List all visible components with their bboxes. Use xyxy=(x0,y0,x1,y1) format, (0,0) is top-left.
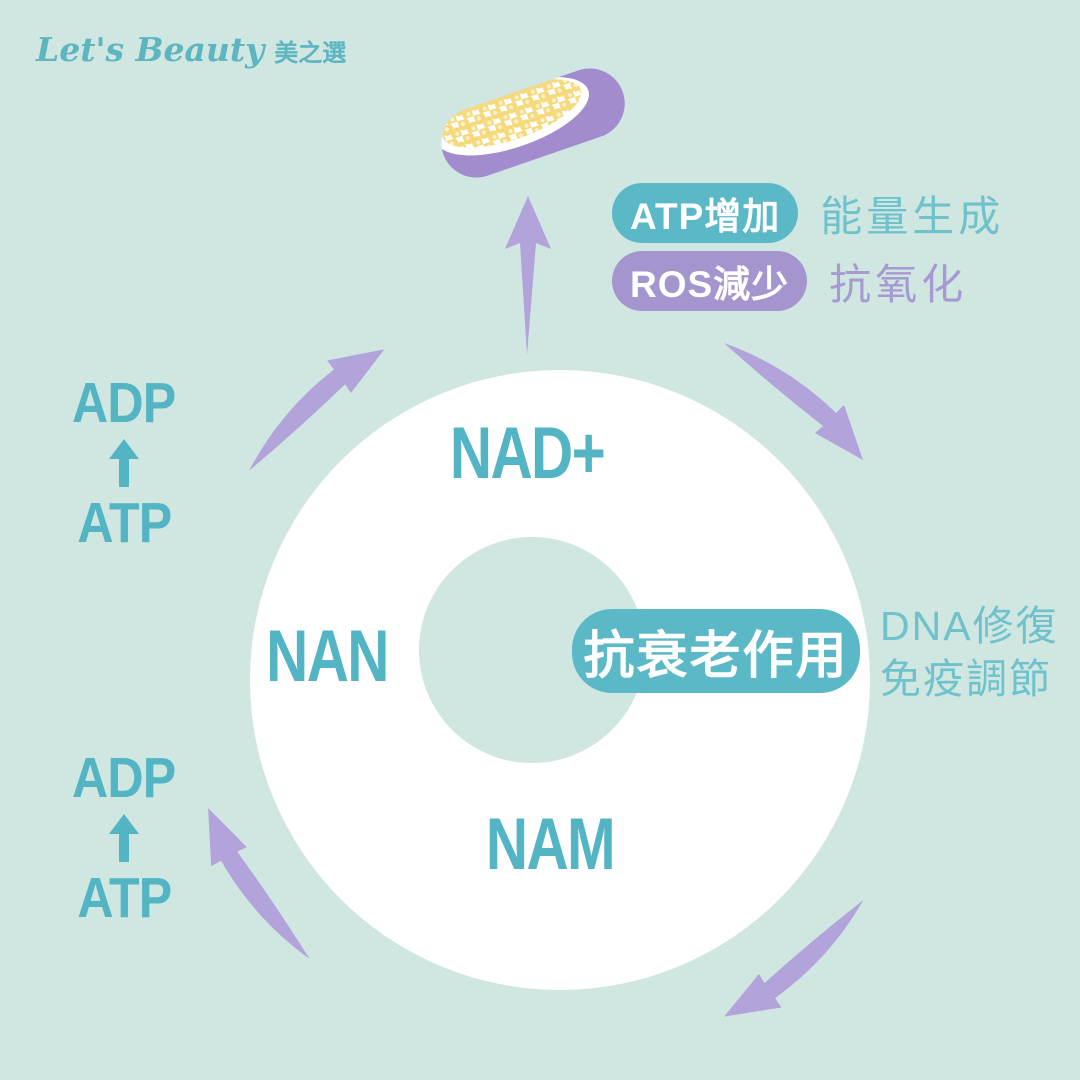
callout-ros-row: ROS減少 抗氧化 xyxy=(612,251,967,311)
cycle-node-nam: NAM xyxy=(485,804,616,885)
cycle-node-nad: NAD+ xyxy=(449,413,606,494)
cycle-node-nan: NAN xyxy=(266,616,389,697)
arrow-shaft xyxy=(119,832,129,862)
atp-increase-badge: ATP增加 xyxy=(612,183,799,243)
reaction-up-arrow-icon xyxy=(109,439,139,487)
arrow-shaft xyxy=(119,457,129,487)
ros-decrease-label: 抗氧化 xyxy=(829,260,968,308)
reaction-product-lower: ADP xyxy=(72,746,176,810)
reaction-substrate-lower: ATP xyxy=(77,866,172,930)
reaction-substrate-upper: ATP xyxy=(77,491,172,555)
effect-immune-regulation: 免疫調節 xyxy=(880,656,1052,702)
reaction-adp-atp-upper: ADP ATP xyxy=(58,370,190,556)
callout-atp-row: ATP增加 能量生成 xyxy=(612,183,1004,243)
brand-name-chinese: 美之選 xyxy=(274,40,347,67)
cycle-ring-hole xyxy=(419,537,645,763)
brand-name-english: Let's Beauty xyxy=(36,30,265,69)
reaction-up-arrow-icon xyxy=(109,814,139,862)
reaction-adp-atp-lower: ADP ATP xyxy=(58,745,190,931)
mitochondria-icon xyxy=(436,68,625,178)
reaction-product-upper: ADP xyxy=(72,371,176,435)
effect-dna-repair: DNA修復 xyxy=(880,603,1059,649)
arrow-head xyxy=(109,814,139,834)
up-arrow-to-mitochondria-icon xyxy=(505,196,551,355)
atp-increase-label: 能量生成 xyxy=(820,192,1005,240)
anti-aging-badge: 抗衰老作用 xyxy=(572,609,860,693)
ros-decrease-badge: ROS減少 xyxy=(612,251,808,311)
arrow-head xyxy=(109,439,139,459)
anti-aging-effects: DNA修復 免疫調節 xyxy=(880,600,1059,706)
brand-logo: Let's Beauty 美之選 xyxy=(36,30,346,69)
